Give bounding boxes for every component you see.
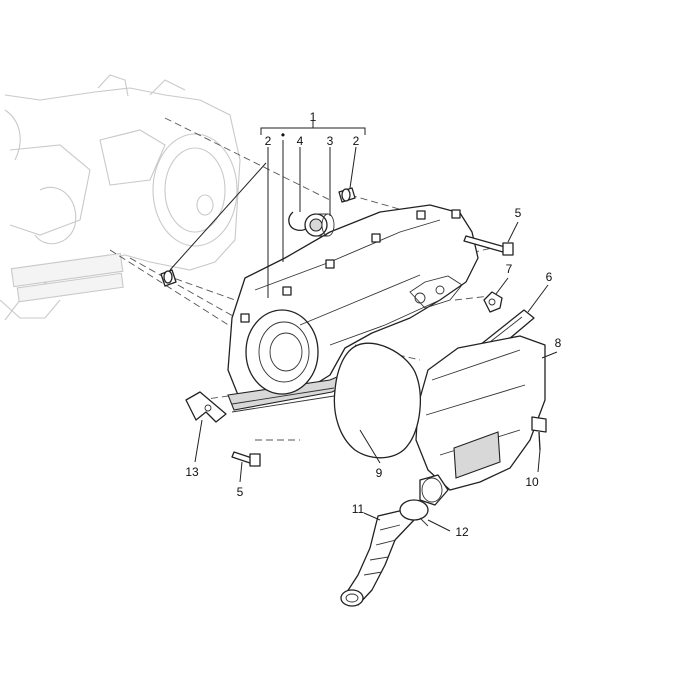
callout-leaders xyxy=(169,121,558,532)
air-filter-cover xyxy=(415,335,546,506)
callout-2-left: 2 xyxy=(265,134,272,148)
screw-lower xyxy=(231,451,261,467)
callout-4: 4 xyxy=(297,134,304,148)
callout-6: 6 xyxy=(546,270,553,284)
bearing xyxy=(304,213,335,237)
callout-10: 10 xyxy=(525,475,539,489)
screw-upper xyxy=(463,235,514,256)
screw-small xyxy=(531,416,547,451)
engine-ghost-outline xyxy=(0,74,241,321)
intake-hose xyxy=(340,507,415,607)
callout-5-upper: 5 xyxy=(515,206,522,220)
bracket xyxy=(185,391,227,423)
callout-7: 7 xyxy=(506,262,513,276)
callout-12: 12 xyxy=(455,525,469,539)
callout-3: 3 xyxy=(327,134,334,148)
callout-8: 8 xyxy=(555,336,562,350)
callout-11: 11 xyxy=(352,502,365,516)
callout-13: 13 xyxy=(185,465,199,479)
dowel-pin-lower xyxy=(160,269,177,287)
clip-nut xyxy=(483,291,503,313)
dowel-pin-upper xyxy=(338,187,356,203)
callout-dot: • xyxy=(281,128,285,142)
callout-9: 9 xyxy=(376,466,383,480)
gasket xyxy=(333,342,421,459)
callout-2-right: 2 xyxy=(353,134,360,148)
callout-labels: 1 2 • 4 3 2 5 7 6 8 9 10 13 5 11 12 xyxy=(185,110,561,539)
callout-5-lower: 5 xyxy=(237,485,244,499)
hose-clamp xyxy=(399,499,429,527)
transmission-cover xyxy=(227,204,479,413)
callout-1: 1 xyxy=(310,110,317,124)
